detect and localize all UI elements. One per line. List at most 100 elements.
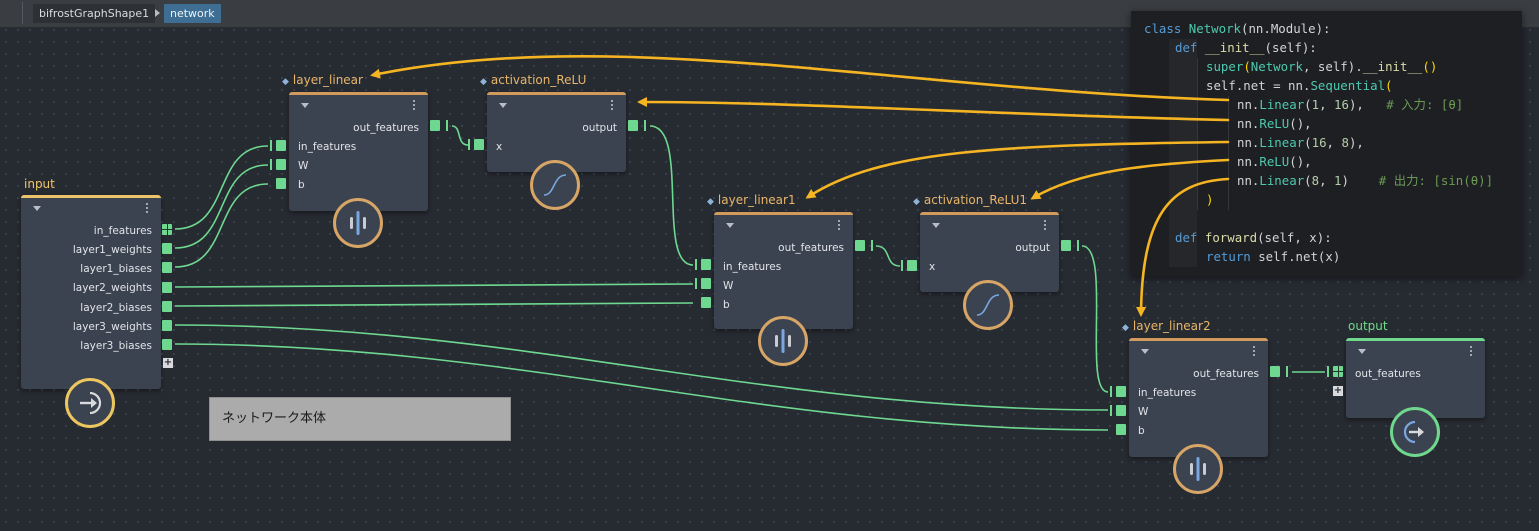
input-arrow-in-icon — [65, 378, 115, 428]
port-connector-bar — [1077, 240, 1079, 251]
layer-linear-port-in-features[interactable] — [276, 140, 286, 151]
port-label-w: W — [298, 160, 309, 172]
node-type-diamond-icon: ◆ — [480, 77, 487, 87]
collapse-triangle-icon[interactable] — [1358, 349, 1366, 354]
port-label-layer2-weights: layer2_weights — [72, 282, 152, 294]
collapse-triangle-icon[interactable] — [33, 206, 41, 211]
layer-linear1-port-out-features[interactable] — [855, 240, 865, 251]
layer-linear1-port-w[interactable] — [701, 278, 711, 289]
wire-layer1-biases-to-layer-linear-b — [174, 183, 269, 268]
code-line-9: nn.Linear(8, 1) # 出力: [sin(θ)] — [1237, 173, 1494, 188]
port-label-b: b — [1138, 425, 1145, 437]
node-title-layer-linear2: ◆layer_linear2 — [1122, 319, 1211, 333]
wire-in-features-to-layer-linear-in — [174, 145, 269, 230]
code-line-2: def __init__(self): — [1175, 40, 1317, 55]
port-label-b: b — [298, 179, 305, 191]
activation-relu1-port-output[interactable] — [1061, 240, 1071, 251]
input-port-layer3-biases[interactable] — [162, 339, 172, 350]
port-label-layer1-weights: layer1_weights — [72, 244, 152, 256]
port-label-b: b — [723, 299, 730, 311]
add-port-plus-icon[interactable]: + — [163, 357, 173, 368]
input-port-layer1-weights[interactable] — [162, 243, 172, 254]
node-title-activation-relu1: ◆activation_ReLU1 — [913, 193, 1028, 207]
activation-relu1-node[interactable]: output x — [920, 212, 1059, 292]
layer-linear2-port-out-features[interactable] — [1270, 366, 1280, 377]
port-label-output: output — [582, 122, 617, 134]
breadcrumb-item-graph-shape[interactable]: bifrostGraphShape1 — [33, 4, 156, 23]
layer-linear2-port-in-features[interactable] — [1116, 386, 1126, 397]
node-menu-kebab-icon[interactable] — [611, 100, 614, 112]
input-port-layer3-weights[interactable] — [162, 320, 172, 331]
node-menu-kebab-icon[interactable] — [1253, 346, 1256, 358]
activation-relu-port-output[interactable] — [628, 120, 638, 131]
activation-relu-port-x[interactable] — [474, 139, 484, 150]
port-connector-bar — [1286, 366, 1288, 377]
node-menu-kebab-icon[interactable] — [1044, 220, 1047, 232]
port-label-x: x — [496, 141, 503, 153]
collapse-triangle-icon[interactable] — [932, 223, 940, 228]
port-connector-bar — [644, 120, 646, 131]
code-line-4: self.net = nn.Sequential( — [1206, 78, 1393, 93]
node-title-activation-relu: ◆activation_ReLU — [480, 73, 587, 87]
code-overlay: class Network(nn.Module): def __init__(s… — [1131, 11, 1522, 276]
comment-box[interactable]: ネットワーク本体 — [209, 397, 511, 441]
layer-linear-node[interactable]: out_features in_features W b — [289, 92, 428, 211]
port-connector-bar — [468, 139, 470, 150]
layer-linear2-vertical-bars-icon — [1173, 444, 1223, 494]
port-connector-bar — [695, 259, 697, 270]
node-title-layer-linear: ◆layer_linear — [282, 73, 363, 87]
input-port-layer1-biases[interactable] — [162, 262, 172, 273]
input-node[interactable]: in_features layer1_weights layer1_biases… — [21, 195, 161, 389]
input-port-layer2-biases[interactable] — [162, 301, 172, 312]
wire-layer2-biases-to-layer-linear1-b — [174, 302, 694, 307]
port-label-layer1-biases: layer1_biases — [80, 263, 152, 275]
node-menu-kebab-icon[interactable] — [413, 100, 416, 112]
collapse-triangle-icon[interactable] — [726, 223, 734, 228]
wire-layer1-weights-to-layer-linear-w — [174, 164, 269, 249]
node-menu-kebab-icon[interactable] — [1470, 346, 1473, 358]
node-type-diamond-icon: ◆ — [913, 197, 920, 207]
code-line-12: return self.net(x) — [1206, 249, 1341, 264]
code-line-11: def forward(self, x): — [1175, 230, 1332, 245]
output-node[interactable]: out_features — [1346, 338, 1485, 418]
node-menu-kebab-icon[interactable] — [838, 220, 841, 232]
breadcrumb-arrow-icon — [155, 9, 160, 17]
activation-relu-node[interactable]: output x — [487, 92, 626, 172]
node-type-diamond-icon: ◆ — [707, 197, 714, 207]
code-line-3: super(Network, self).__init__() — [1206, 59, 1438, 74]
layer-linear1-node[interactable]: out_features in_features W b — [714, 212, 853, 329]
output-port-out-features[interactable] — [1333, 366, 1343, 377]
layer-linear2-port-b[interactable] — [1116, 424, 1126, 435]
port-connector-bar — [695, 278, 697, 289]
breadcrumb-item-network[interactable]: network — [164, 4, 221, 23]
port-label-in-features: in_features — [1138, 387, 1197, 399]
collapse-triangle-icon[interactable] — [301, 103, 309, 108]
layer-linear1-port-b[interactable] — [701, 297, 711, 308]
activation-relu1-port-x[interactable] — [907, 260, 917, 271]
port-label-in-features: in_features — [723, 261, 782, 273]
layer-linear2-port-w[interactable] — [1116, 405, 1126, 416]
activation-sigmoid-curve-icon — [963, 280, 1013, 330]
input-port-layer2-weights[interactable] — [162, 282, 172, 293]
port-label-w: W — [1138, 406, 1149, 418]
code-line-6: nn.ReLU(), — [1237, 116, 1312, 131]
port-connector-bar — [1110, 405, 1112, 416]
layer-linear-port-w[interactable] — [276, 159, 286, 170]
node-menu-kebab-icon[interactable] — [146, 203, 149, 215]
layer-linear-port-out-features[interactable] — [430, 120, 440, 131]
wire-relu-out-to-layer-linear1-in — [649, 125, 694, 266]
layer-linear2-node[interactable]: out_features in_features W b — [1129, 338, 1268, 457]
layer-linear-vertical-bars-icon — [333, 198, 383, 248]
node-title-input: input — [24, 177, 55, 191]
port-connector-bar — [871, 240, 873, 251]
port-connector-bar — [1327, 366, 1329, 377]
layer-linear-port-b[interactable] — [276, 178, 286, 189]
add-port-plus-icon[interactable]: + — [1333, 385, 1343, 396]
input-port-in-features[interactable] — [162, 224, 172, 235]
layer-linear1-port-in-features[interactable] — [701, 259, 711, 270]
collapse-triangle-icon[interactable] — [499, 103, 507, 108]
code-line-8: nn.ReLU(), — [1237, 154, 1312, 169]
port-connector-bar — [446, 120, 448, 131]
collapse-triangle-icon[interactable] — [1141, 349, 1149, 354]
node-type-diamond-icon: ◆ — [1122, 323, 1129, 333]
